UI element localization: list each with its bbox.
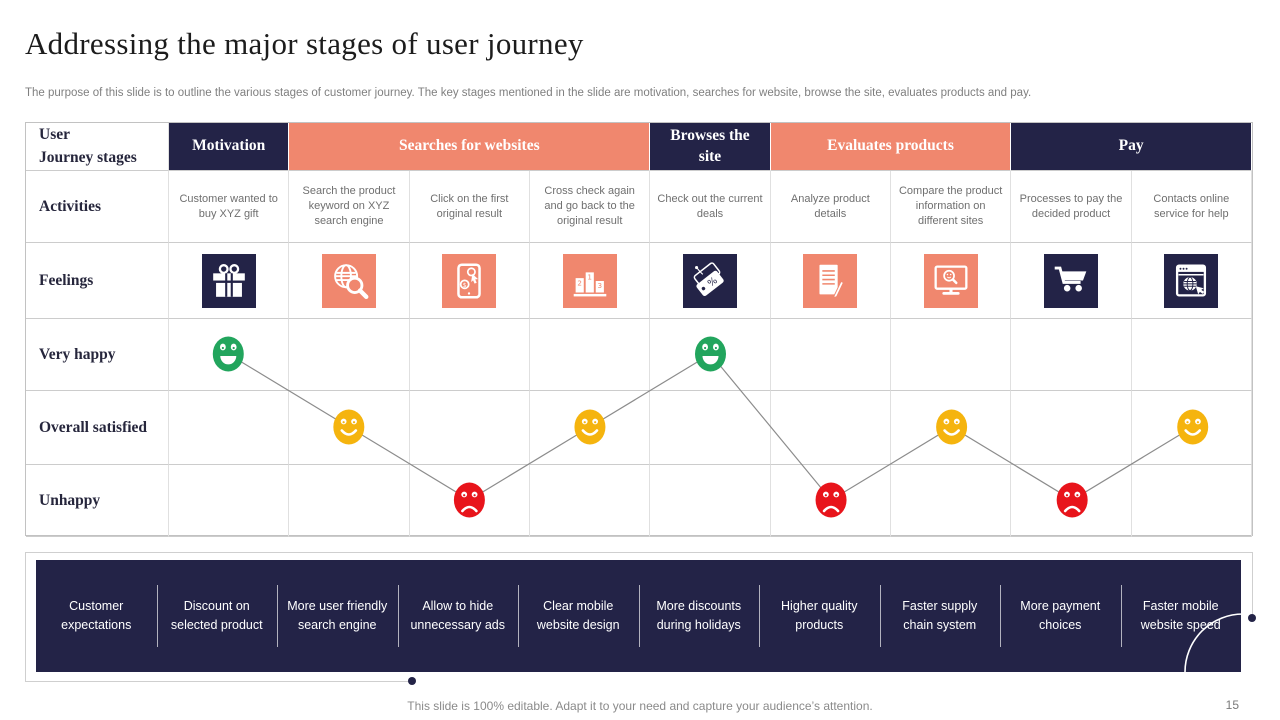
emotion-grid-cell: [289, 391, 410, 465]
row-label-feelings: Feelings: [26, 243, 169, 319]
slide-footer-note: This slide is 100% editable. Adapt it to…: [407, 699, 873, 713]
podium-ranking-icon: [562, 253, 617, 308]
emotion-grid-cell: [650, 319, 771, 391]
browser-globe-icon: [1164, 253, 1219, 308]
emotion-grid-cell: [770, 391, 891, 465]
emotion-grid-cell: [650, 465, 771, 537]
slide-subtitle: The purpose of this slide is to outline …: [25, 87, 1032, 99]
stage-header-browses-the-site: Browses the site: [650, 123, 771, 171]
emotion-grid-cell: [289, 319, 410, 391]
activity-cell: Analyze product details: [770, 171, 891, 243]
emotion-grid-cell: [169, 465, 290, 537]
activity-cell: Search the product keyword on XYZ search…: [289, 171, 410, 243]
emotion-grid-cell: [530, 465, 651, 537]
expectation-item: Discount on selected product: [156, 560, 278, 672]
activity-cell: Processes to pay the decided product: [1011, 171, 1132, 243]
stage-header-evaluates-products: Evaluates products: [770, 123, 1012, 171]
stage-header-pay: Pay: [1011, 123, 1252, 171]
emotion-grid-cell: [409, 391, 530, 465]
emotion-grid-cell: [891, 391, 1012, 465]
stage-header-motivation: Motivation: [169, 123, 290, 171]
expectation-item: Allow to hide unnecessary ads: [397, 560, 519, 672]
feelings-icon-cell: [530, 243, 651, 319]
row-label-activities: Activities: [26, 171, 169, 243]
expectations-frame-top-line: [25, 552, 1253, 553]
expectations-frame-right-line: [1252, 552, 1253, 618]
expectation-item: More discounts during holidays: [638, 560, 760, 672]
expectations-bar: Customer expectations Discount on selecte…: [36, 560, 1241, 672]
activity-cell: Compare the product information on diffe…: [891, 171, 1012, 243]
expectations-frame-left-line: [25, 552, 26, 682]
emotion-grid-cell: [530, 391, 651, 465]
expectation-item: Higher quality products: [759, 560, 880, 672]
emotion-grid-cell: [650, 391, 771, 465]
emotion-grid-cell: [169, 391, 290, 465]
activity-cell: Customer wanted to buy XYZ gift: [169, 171, 290, 243]
decorative-dot-right: [1248, 614, 1256, 622]
expectation-item: More payment choices: [1000, 560, 1121, 672]
activity-cell: Contacts online service for help: [1131, 171, 1252, 243]
cart-icon: [1043, 253, 1098, 308]
monitor-search-icon: [923, 253, 978, 308]
stage-header-searches-for-websites: Searches for websites: [289, 123, 651, 171]
feelings-icon-cell: [1131, 243, 1252, 319]
feelings-icon-cell: [409, 243, 530, 319]
expectation-item: More user friendly search engine: [277, 560, 398, 672]
emotion-grid-cell: [1131, 319, 1252, 391]
phone-click-icon: [442, 253, 497, 308]
row-label-satisfied: Overall satisfied: [26, 391, 169, 465]
feelings-icon-cell: [770, 243, 891, 319]
emotion-grid-cell: [1131, 465, 1252, 537]
expectation-item: Faster supply chain system: [879, 560, 1001, 672]
feelings-icon-cell: [169, 243, 290, 319]
activity-cell: Check out the current deals: [650, 171, 771, 243]
feelings-icon-cell: [1011, 243, 1132, 319]
feelings-icon-cell: [289, 243, 410, 319]
emotion-grid-cell: [1011, 319, 1132, 391]
emotion-grid-cell: [891, 319, 1012, 391]
decorative-dot-bottom: [408, 677, 416, 685]
row-label-unhappy: Unhappy: [26, 465, 169, 537]
gift-icon: [201, 253, 256, 308]
discount-tag-icon: [682, 253, 737, 308]
expectation-item: Customer expectations: [61, 598, 132, 632]
document-pen-icon: [803, 253, 858, 308]
page-number: 15: [1225, 698, 1239, 712]
feelings-icon-cell: [650, 243, 771, 319]
emotion-grid-cell: [289, 465, 410, 537]
emotion-grid-cell: [530, 319, 651, 391]
emotion-grid-cell: [409, 465, 530, 537]
feelings-icon-cell: [891, 243, 1012, 319]
row-label-very_happy: Very happy: [26, 319, 169, 391]
emotion-grid-cell: [1011, 391, 1132, 465]
globe-search-icon: [321, 253, 376, 308]
activity-cell: Cross check again and go back to the ori…: [530, 171, 651, 243]
activity-cell: Click on the first original result: [409, 171, 530, 243]
emotion-grid-cell: [409, 319, 530, 391]
emotion-grid-cell: [891, 465, 1012, 537]
emotion-grid-cell: [1011, 465, 1132, 537]
emotion-grid-cell: [770, 465, 891, 537]
expectations-frame-bottom-line: [25, 681, 412, 682]
emotion-grid-cell: [770, 319, 891, 391]
page-title: Addressing the major stages of user jour…: [25, 26, 584, 61]
expectation-item: Faster mobile website speed: [1120, 560, 1242, 672]
emotion-grid-cell: [169, 319, 290, 391]
expectation-item: Clear mobile website design: [518, 560, 639, 672]
emotion-grid-cell: [1131, 391, 1252, 465]
